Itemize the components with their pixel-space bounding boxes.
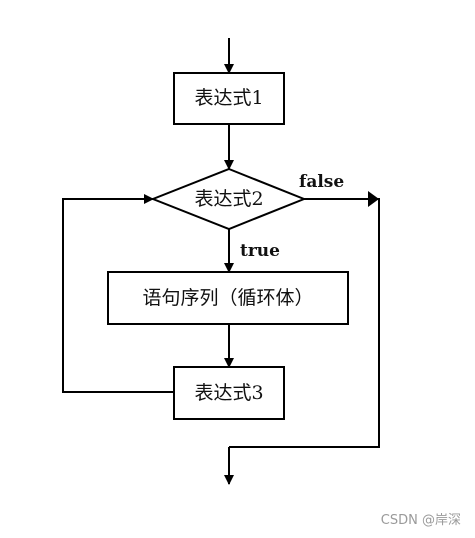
watermark-text: CSDN @岸深	[380, 513, 461, 528]
expr3-label: 表达式3	[194, 382, 263, 404]
body-label: 语句序列（循环体）	[142, 287, 313, 309]
true-label: true	[240, 241, 280, 261]
false-label: false	[299, 172, 344, 192]
expr3-box	[173, 366, 285, 420]
expr2-label: 表达式2	[194, 188, 263, 210]
false-branch-arrowhead	[368, 191, 379, 207]
expr1-label: 表达式1	[194, 87, 263, 109]
false-branch-line	[229, 198, 380, 448]
body-box	[107, 271, 349, 325]
loop-back-line	[62, 194, 174, 393]
